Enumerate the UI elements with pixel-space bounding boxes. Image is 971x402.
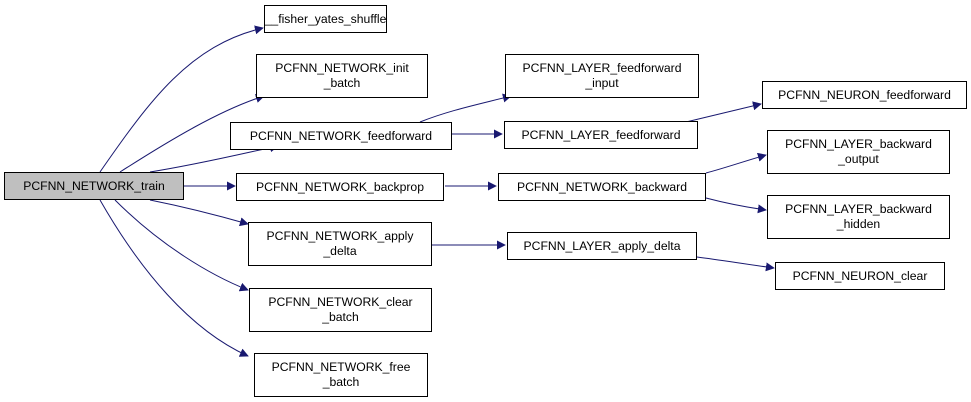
node-neuron-clear[interactable]: PCFNN_NEURON_clear [775, 262, 945, 290]
node-network-init-batch[interactable]: PCFNN_NETWORK_init _batch [256, 54, 428, 98]
node-fisher-yates-shuffle[interactable]: __fisher_yates_shuffle [264, 5, 387, 33]
node-neuron-feedforward[interactable]: PCFNN_NEURON_feedforward [762, 81, 967, 109]
node-network-feedforward[interactable]: PCFNN_NETWORK_feedforward [230, 122, 452, 150]
edge-train-to-free-batch [99, 199, 249, 357]
edge-train-to-clear-batch [114, 199, 249, 292]
edge-net-backward-to-layer-bw-hidden [705, 197, 767, 214]
edge-train-to-shuffle [99, 25, 264, 173]
node-network-clear-batch[interactable]: PCFNN_NETWORK_clear _batch [249, 288, 432, 332]
node-layer-feedforward-input[interactable]: PCFNN_LAYER_feedforward _input [505, 54, 699, 98]
node-layer-feedforward[interactable]: PCFNN_LAYER_feedforward [504, 121, 698, 149]
node-network-apply-delta[interactable]: PCFNN_NETWORK_apply _delta [248, 222, 432, 266]
edge-net-backward-to-layer-bw-output [705, 152, 767, 174]
node-layer-backward-hidden[interactable]: PCFNN_LAYER_backward _hidden [767, 195, 950, 239]
node-network-free-batch[interactable]: PCFNN_NETWORK_free _batch [254, 353, 428, 397]
node-network-backward[interactable]: PCFNN_NETWORK_backward [498, 173, 706, 201]
edge-train-to-apply-delta [149, 199, 249, 227]
node-layer-backward-output[interactable]: PCFNN_LAYER_backward _output [767, 130, 950, 174]
node-network-train[interactable]: PCFNN_NETWORK_train [4, 172, 184, 200]
node-layer-apply-delta[interactable]: PCFNN_LAYER_apply_delta [507, 232, 697, 260]
node-network-backprop[interactable]: PCFNN_NETWORK_backprop [236, 173, 444, 201]
edge-layer-ff-to-neuron-ff [685, 101, 762, 123]
edge-train-to-init-batch [119, 94, 265, 173]
edge-net-feedforward-to-layer-ff-input [419, 93, 512, 123]
edge-layer-apply-delta-to-neuron-clear [696, 256, 775, 272]
